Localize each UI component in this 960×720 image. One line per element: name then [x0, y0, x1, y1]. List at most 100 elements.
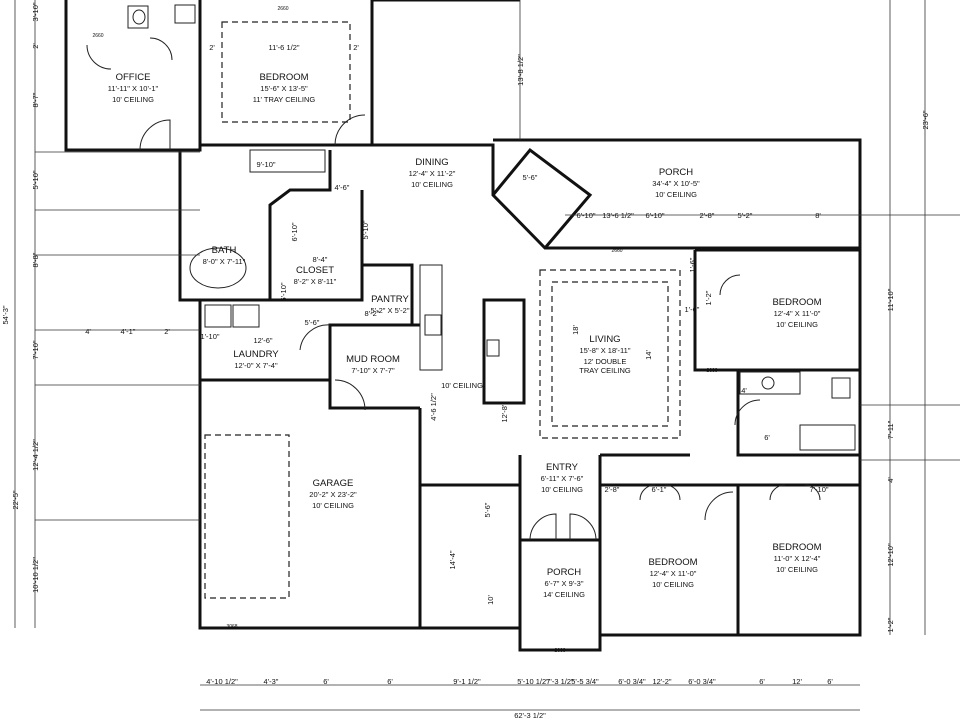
room-ceiling: 10' CEILING [441, 381, 483, 390]
dimension-bottom: 12' [792, 677, 802, 686]
dimension-misc: 4' [85, 327, 91, 336]
room-name: OFFICE [116, 72, 151, 83]
dimension-misc: 6'-10" [279, 282, 288, 301]
room-ceiling: 10' CEILING [112, 95, 154, 104]
tub-fixture [799, 424, 856, 451]
dimension-misc: 10' [486, 595, 495, 605]
dimension-left: 12'-4 1/2" [31, 439, 40, 471]
sink-fixture [486, 339, 500, 357]
dimension-misc: 5'-6" [483, 502, 492, 517]
window-tag: 2660 [611, 248, 622, 254]
door-swing [569, 513, 597, 541]
bottom-wall [200, 626, 860, 637]
window-tag: 3068 [226, 624, 237, 630]
window-tag: 2660 [277, 6, 288, 12]
dimension-bottom: 6'-0 3/4" [618, 677, 646, 686]
room-size: 8'-0" X 7'-11" [203, 257, 246, 266]
porch-diagonal-wall [491, 147, 593, 249]
door-swing [149, 37, 173, 61]
dimension-misc: 6'-10" [290, 222, 299, 241]
overall-width-label: 62'-3 1/2" [514, 711, 546, 720]
room-size: 7'-10" X 7'-7" [351, 366, 395, 375]
kitchen-island [482, 298, 526, 405]
room-size: 11'-0" X 12'-4" [774, 554, 821, 563]
room-size: 12'-0" X 7'-4" [234, 361, 278, 370]
room-name: PORCH [547, 567, 581, 578]
dimension-right: 1'-2" [886, 617, 895, 632]
dimension-misc: 2'-8" [605, 485, 620, 494]
room-size: 6'-7" X 9'-3" [544, 579, 583, 588]
dimension-top: 8' [815, 211, 821, 220]
dimension-left: 2' [31, 43, 40, 49]
dimension-top: 13'-6 1/2" [602, 211, 634, 220]
room-name: PANTRY [371, 294, 409, 305]
dimension-misc: 8'-2" [365, 309, 380, 318]
room-size: 20'-2" X 23'-2" [309, 490, 357, 499]
hall-walls [420, 453, 690, 487]
door-swing [639, 484, 656, 501]
door-swing [664, 484, 681, 501]
walls [64, 0, 862, 652]
dimension-bottom: 6' [759, 677, 765, 686]
door-swing [769, 484, 786, 501]
fixtures [127, 4, 856, 451]
door-swing [529, 513, 557, 541]
dimension-lines [14, 0, 960, 711]
living-tray-outer [539, 269, 681, 439]
bedroom-top-walls [198, 0, 520, 147]
room-name: LAUNDRY [233, 349, 279, 360]
room-ceiling: 10' CEILING [776, 565, 818, 574]
dimension-misc: 4'-1" [121, 327, 136, 336]
doors [86, 37, 821, 541]
dimension-misc: 14' [644, 350, 653, 360]
room-size: 11'-11" X 10'-1" [108, 84, 159, 93]
toilet-fixture [831, 377, 851, 399]
dimension-misc: 7'-10" [809, 485, 828, 494]
dimension-right: 23'-6" [921, 110, 930, 129]
room-ceiling: 14' CEILING [543, 590, 585, 599]
dimension-top: 5'-2" [738, 211, 753, 220]
dimension-misc: 5'-6" [305, 318, 320, 327]
washer-fixture [204, 304, 232, 328]
dimension-left: 22'-5" [11, 490, 20, 509]
door-swing [139, 119, 171, 151]
dimension-misc: 18' [571, 325, 580, 335]
entry-walls [518, 455, 602, 652]
laundry-walls [198, 300, 420, 410]
dimension-top: 6'-10" [645, 211, 664, 220]
dimension-bottom: 7'-3 1/2" [546, 677, 574, 686]
bedroom-tray [221, 21, 351, 123]
kitchen-counter [419, 264, 443, 371]
room-name: BEDROOM [772, 297, 821, 308]
room-name: DINING [415, 157, 448, 168]
room-ceiling: 10' CEILING [655, 190, 697, 199]
room-size: 12'-4" X 11'-2" [409, 169, 456, 178]
dimension-misc: 6' [764, 433, 770, 442]
bath-walls [178, 150, 332, 302]
room-size: 8'-2" X 8'-11" [294, 277, 337, 286]
room-ceiling: 10' CEILING [652, 580, 694, 589]
dimension-misc: 1'-10" [200, 332, 219, 341]
dimension-right: 12'-10" [886, 543, 895, 567]
dimension-bottom: 9'-1 1/2" [453, 677, 481, 686]
room-size: 12'-4" X 11'-0" [774, 309, 821, 318]
overall-height-label: 54'-3" [1, 305, 10, 324]
dimension-bottom: 6'-0 3/4" [688, 677, 716, 686]
room-name: BATH [212, 245, 237, 256]
dimension-misc: 14'-4" [448, 550, 457, 569]
dimension-left: 5'-10" [31, 170, 40, 189]
dimension-left: 7'-10" [31, 340, 40, 359]
room-ceiling: 10' CEILING [541, 485, 583, 494]
door-swing [299, 324, 331, 351]
room-size: 12'-4" X 11'-0" [650, 569, 697, 578]
room-size: 5'-2" X 5'-2" [370, 306, 409, 315]
